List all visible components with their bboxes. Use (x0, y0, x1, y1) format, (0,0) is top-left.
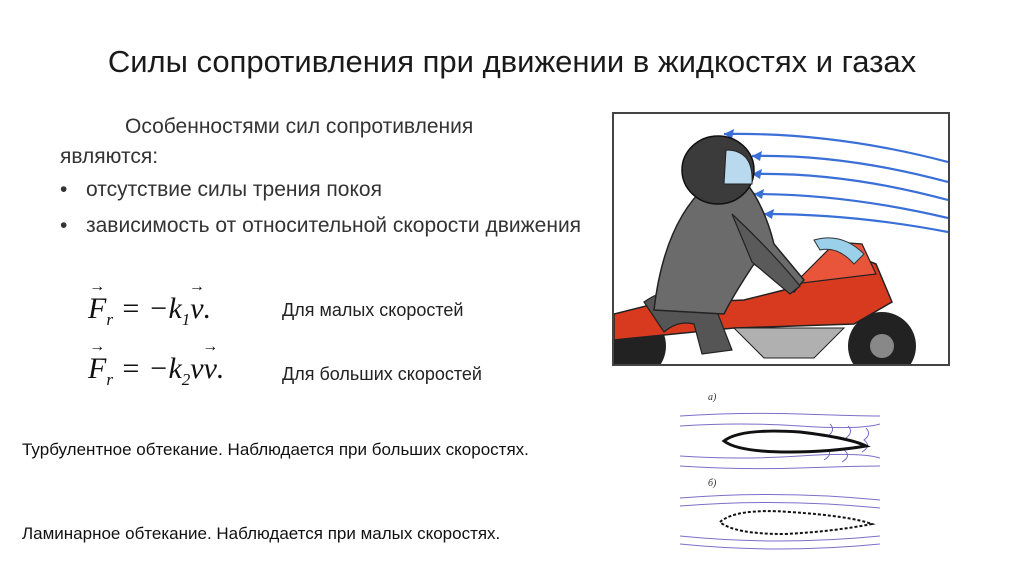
list-item: •отсутствие силы трения покоя (60, 176, 600, 204)
intro-line-1: Особенностями сил сопротивления (125, 115, 474, 138)
turbulent-flow-text: Турбулентное обтекание. Наблюдается при … (22, 440, 529, 459)
page-title: Силы сопротивления при движении в жидкос… (107, 44, 917, 79)
intro-text: Особенностями сил сопротивления являются… (60, 112, 600, 172)
motorcyclist-image (614, 129, 948, 364)
formula-large-speed: Fr = −k2vv. (88, 352, 224, 390)
bullet-icon: • (60, 178, 68, 201)
label-b: б) (708, 478, 717, 489)
air-flow-arrows (723, 132, 948, 234)
laminar-flow-text: Ламинарное обтекание. Наблюдается при ма… (22, 524, 501, 543)
airfoil-flow-diagram: а) б) (680, 386, 880, 558)
small-speed-caption: Для малых скоростей (282, 300, 464, 320)
bullet-icon: • (60, 214, 68, 237)
large-speed-caption: Для больших скоростей (282, 364, 482, 384)
intro-line-2: являются: (60, 145, 159, 168)
list-item: •зависимость от относительной скорости д… (60, 212, 600, 240)
label-a: а) (708, 392, 717, 403)
formula-small-speed: Fr = −k1v. (88, 292, 211, 330)
features-list: •отсутствие силы трения покоя •зависимос… (60, 176, 600, 248)
airfoil-flow-image: а) б) (680, 392, 880, 550)
motorcycle-illustration (612, 112, 950, 366)
